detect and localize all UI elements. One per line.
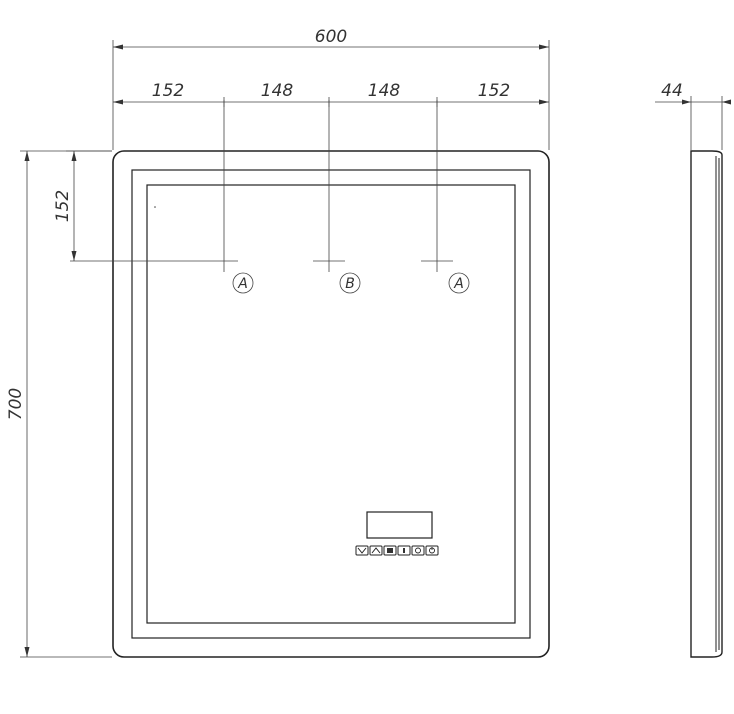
info-icon [397, 545, 411, 556]
control-panel [355, 511, 439, 556]
power-icon [425, 545, 439, 556]
front-view [112, 150, 550, 658]
marker-left-circle [232, 272, 254, 294]
marker-right-circle [448, 272, 470, 294]
mirror-icon [383, 545, 397, 556]
clock-icon [411, 545, 425, 556]
mounting-centerlines [70, 100, 453, 272]
dim-overall-height: 700 [6, 150, 112, 658]
dim-600-label: 600 [315, 27, 347, 47]
up-arrow-icon [369, 545, 383, 556]
dim-hole-offset-label: 152 [53, 190, 73, 222]
led-strip-inner [146, 184, 516, 624]
mirror-glass-border [131, 169, 531, 639]
dim-segment-4-label: 152 [478, 81, 510, 101]
dim-44-label: 44 [661, 81, 683, 101]
marker-right-label: A [453, 276, 464, 292]
mirror-outer-frame [112, 150, 550, 658]
hole-markers: A B A [232, 272, 470, 294]
side-profile [690, 150, 723, 658]
dim-segment-2-label: 148 [261, 81, 294, 101]
down-arrow-icon [355, 545, 369, 556]
small-dot [154, 206, 156, 208]
dim-segment-3-label: 148 [368, 81, 401, 101]
clock-display [366, 511, 433, 539]
marker-center-circle [339, 272, 361, 294]
marker-center-label: B [345, 276, 355, 292]
dim-hole-offset: 152 [53, 150, 112, 261]
dim-overall-width: 600 [112, 27, 550, 150]
dim-700-label: 700 [6, 388, 26, 420]
side-view [690, 150, 723, 658]
dim-segment-1-label: 152 [152, 81, 184, 101]
dim-segments: 152 148 148 152 [113, 81, 549, 107]
marker-left-label: A [237, 276, 248, 292]
dim-depth: 44 [655, 81, 731, 150]
